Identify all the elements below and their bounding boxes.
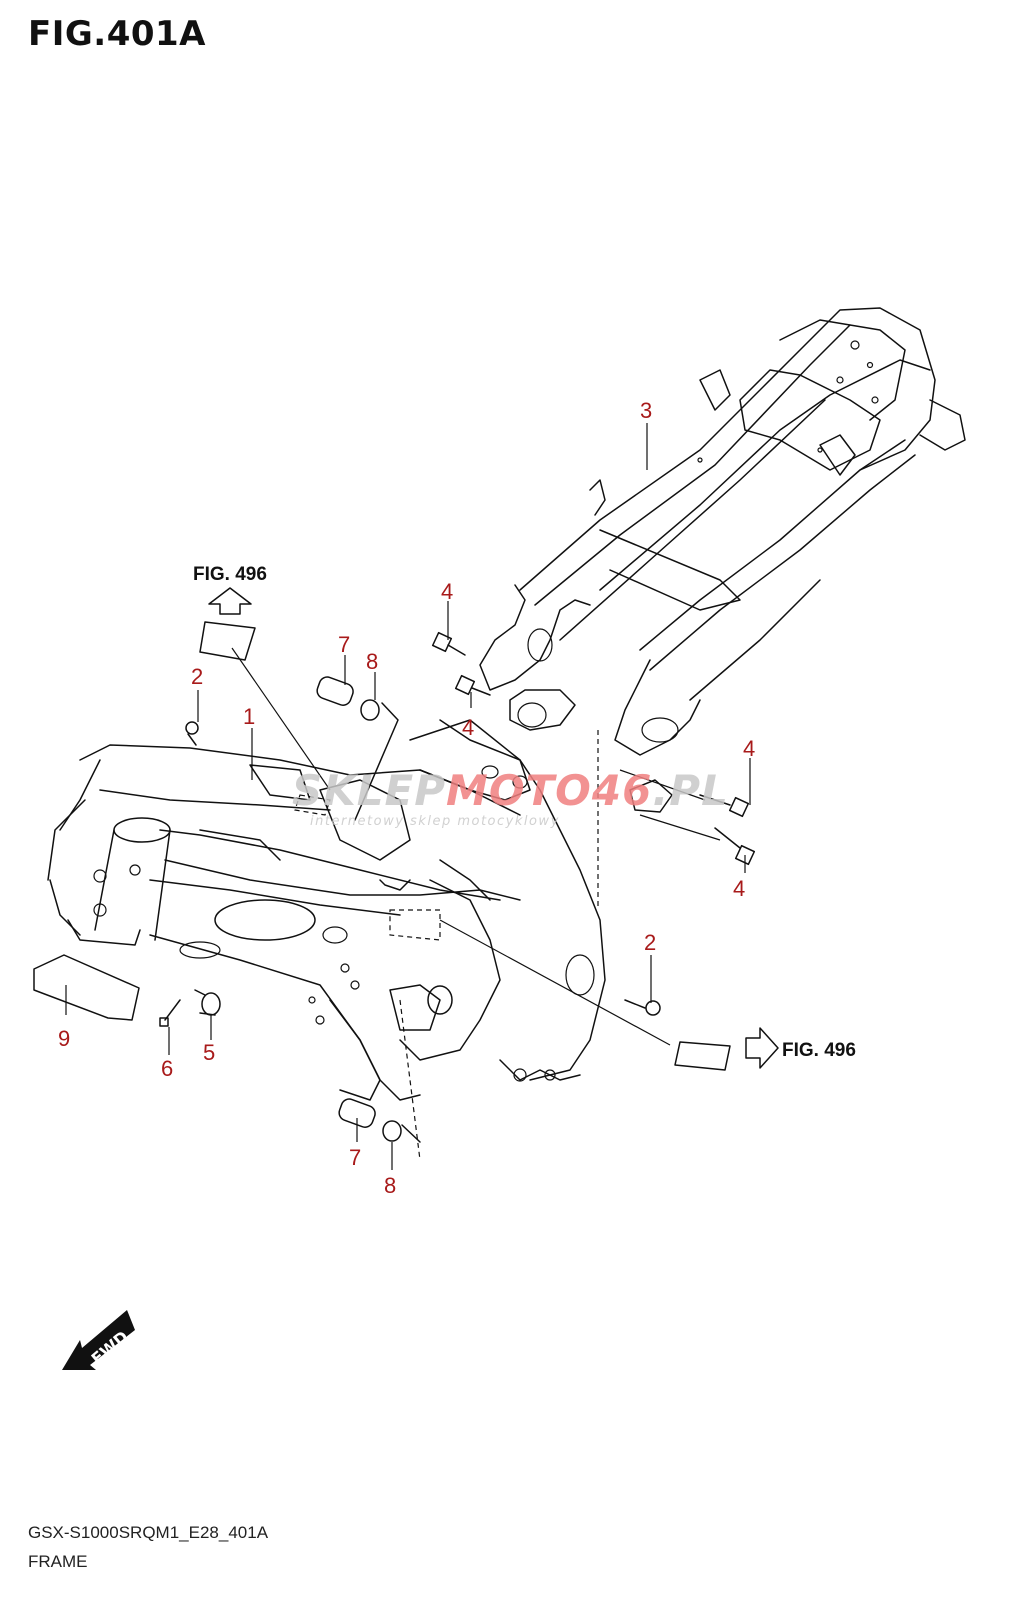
arrow-up-icon [208, 587, 252, 615]
callout-5: 5 [203, 1015, 215, 1065]
adjuster-icon [338, 1098, 376, 1128]
fwd-arrow-icon [62, 1310, 135, 1370]
clip-right-icon [624, 999, 661, 1016]
watermark-dark: SKLEP [292, 766, 446, 815]
svg-text:4: 4 [743, 736, 755, 761]
svg-text:7: 7 [349, 1145, 361, 1170]
svg-text:4: 4 [441, 579, 453, 604]
svg-text:3: 3 [640, 398, 652, 423]
arrow-right-icon [745, 1027, 779, 1069]
watermark: SKLEPMOTO46.PL internetowy sklep motocyk… [292, 766, 729, 829]
callout-9: 9 [58, 985, 70, 1051]
svg-text:SKLEPMOTO46.PL: SKLEPMOTO46.PL [292, 766, 729, 815]
seat-rail-drawing [479, 307, 966, 910]
small-parts-drawing [33, 621, 756, 1143]
main-frame-drawing [47, 719, 606, 1161]
callout-6: 6 [161, 1027, 173, 1081]
screw-icon [159, 999, 181, 1027]
callout-2-right: 2 [644, 930, 656, 1003]
callout-8-upper: 8 [366, 649, 378, 700]
svg-text:4: 4 [462, 715, 474, 740]
clip-upper-icon [185, 721, 199, 746]
callout-4-c: 4 [743, 736, 755, 805]
callout-3: 3 [640, 398, 652, 470]
fig-ref-label-right [674, 1041, 731, 1071]
model-code: GSX-S1000SRQM1_E28_401A [28, 1523, 269, 1542]
figure-name: FRAME [28, 1552, 88, 1571]
svg-text:1: 1 [243, 704, 255, 729]
svg-text:2: 2 [644, 930, 656, 955]
bolt-icon [431, 631, 466, 656]
callout-2-upper: 2 [191, 664, 203, 722]
callout-8-lower: 8 [384, 1142, 396, 1198]
callout-4-a: 4 [441, 579, 453, 640]
fig-ref-label: FIG. 496 [193, 564, 267, 585]
callout-7-upper: 7 [338, 632, 350, 685]
callout-4-b: 4 [462, 692, 474, 740]
collar-icon [194, 989, 221, 1016]
fig-ref-label-upper [199, 621, 256, 661]
callout-7-lower: 7 [349, 1118, 361, 1170]
adjuster-icon [316, 676, 354, 706]
svg-text:8: 8 [366, 649, 378, 674]
svg-text:7: 7 [338, 632, 350, 657]
fig-ref-right[interactable]: FIG. 496 [745, 1027, 856, 1069]
callout-1: 1 [243, 704, 255, 780]
svg-text:2: 2 [191, 664, 203, 689]
svg-text:5: 5 [203, 1040, 215, 1065]
watermark-suffix: .PL [652, 766, 729, 815]
watermark-red: MOTO46 [446, 766, 652, 815]
nut-icon [354, 699, 399, 821]
fig-ref-upper[interactable]: FIG. 496 [193, 564, 267, 615]
svg-text:4: 4 [733, 876, 745, 901]
nut-icon [382, 1120, 421, 1143]
callout-4-d: 4 [733, 855, 746, 901]
fwd-arrow: FWD [62, 1310, 135, 1370]
figure-title: FIG.401A [28, 14, 206, 54]
svg-text:6: 6 [161, 1056, 173, 1081]
bolt-icon [454, 674, 491, 696]
bolt-icon [699, 794, 750, 818]
callouts: 1 2 2 3 4 4 4 4 5 6 7 7 8 8 9 [58, 398, 755, 1198]
fig-ref-label: FIG. 496 [782, 1040, 856, 1061]
label-plate-icon [33, 954, 140, 1021]
watermark-tagline: internetowy sklep motocyklowy [310, 814, 560, 829]
svg-text:8: 8 [384, 1173, 396, 1198]
bolt-icon [714, 827, 756, 866]
svg-text:9: 9 [58, 1026, 70, 1051]
